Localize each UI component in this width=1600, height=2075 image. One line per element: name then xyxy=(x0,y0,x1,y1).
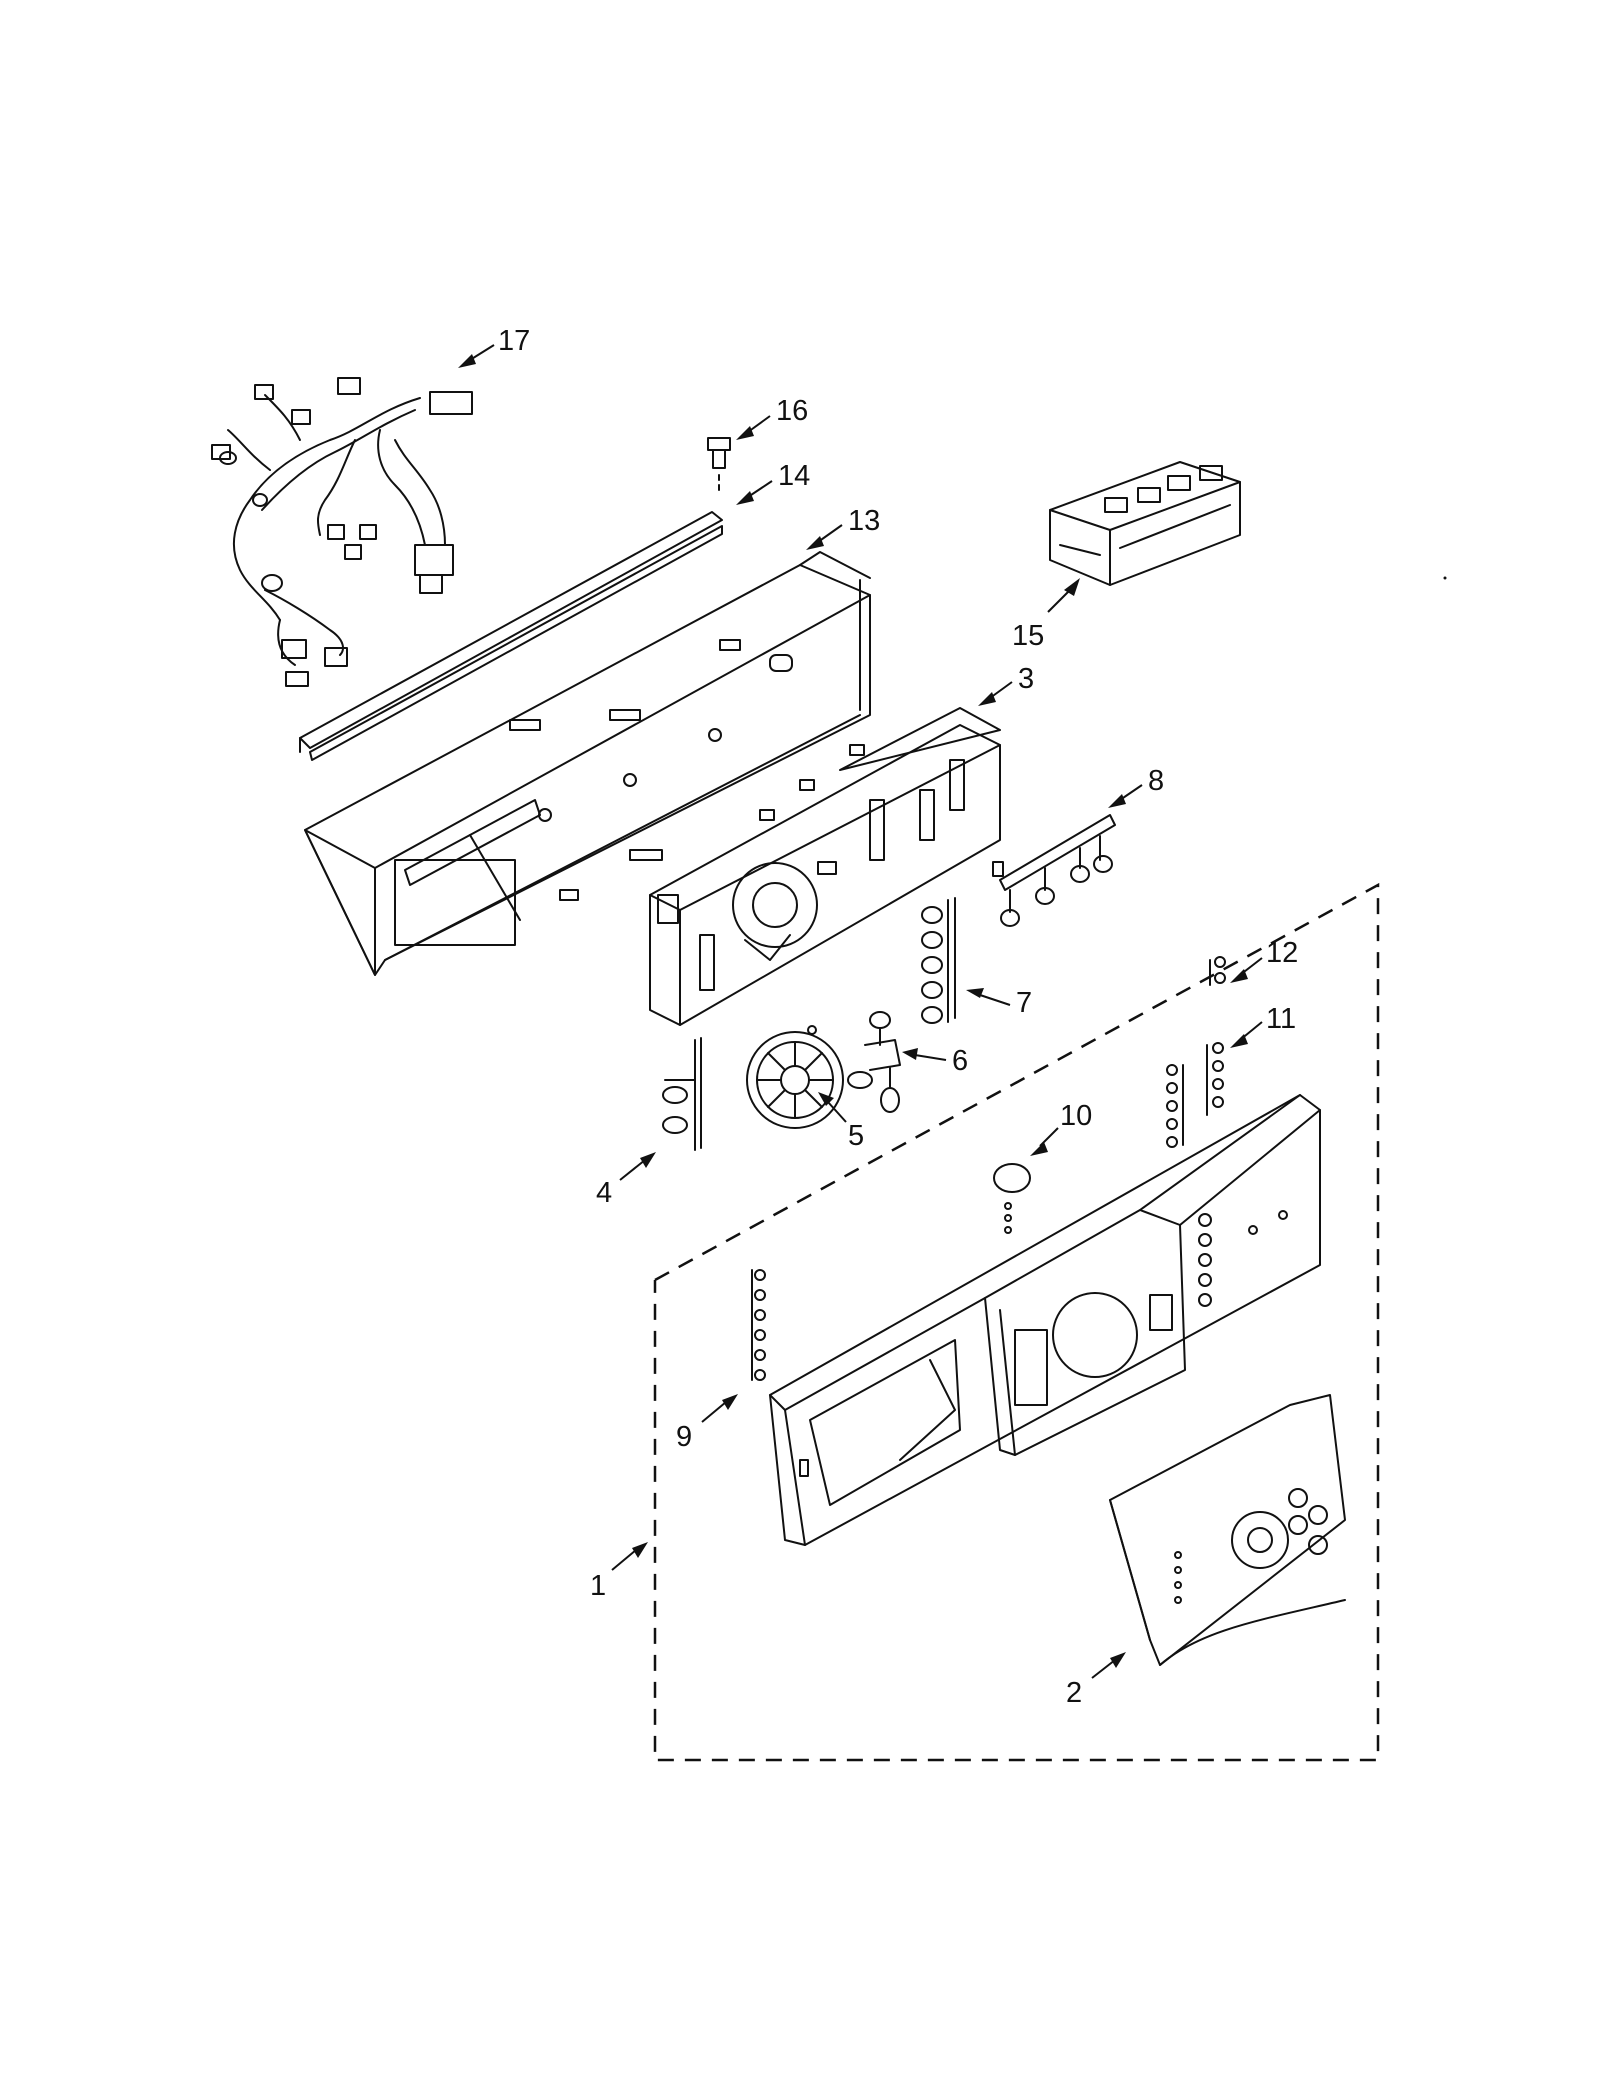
callout-2: 2 xyxy=(1066,1677,1082,1709)
callout-13: 13 xyxy=(848,505,880,537)
callout-17: 17 xyxy=(498,325,530,357)
button-strip-12 xyxy=(1209,956,1226,986)
assembly-dashed-boundary xyxy=(653,882,1380,1762)
knob-bracket-6 xyxy=(847,1011,901,1113)
callout-1: 1 xyxy=(590,1570,606,1602)
callout-12: 12 xyxy=(1266,937,1298,969)
callout-10: 10 xyxy=(1060,1100,1092,1132)
console-panel xyxy=(769,1094,1321,1546)
callout-7: 7 xyxy=(1016,987,1032,1019)
console-front-cover xyxy=(1109,1394,1346,1666)
callout-14: 14 xyxy=(778,460,810,492)
callout-15: 15 xyxy=(1012,620,1044,652)
wire-harness xyxy=(211,377,473,687)
selector-wheel xyxy=(746,1025,844,1129)
callout-4: 4 xyxy=(596,1177,612,1209)
screw xyxy=(707,437,731,491)
callout-9: 9 xyxy=(676,1421,692,1453)
callout-6: 6 xyxy=(952,1045,968,1077)
control-module xyxy=(1049,461,1241,586)
stray-mark xyxy=(1443,576,1447,580)
button-bracket-8 xyxy=(992,814,1116,927)
button-strip-7 xyxy=(921,897,956,1024)
callout-8: 8 xyxy=(1148,765,1164,797)
button-strips-11 xyxy=(1166,1042,1224,1148)
bracket-strip xyxy=(299,511,723,761)
callouts: 17 16 14 13 15 3 8 12 7 xyxy=(458,325,1298,1709)
button-strip-9 xyxy=(751,1269,766,1381)
callout-5: 5 xyxy=(848,1120,864,1152)
console-bracket xyxy=(304,551,871,976)
callout-16: 16 xyxy=(776,395,808,427)
button-strip-4 xyxy=(662,1037,702,1151)
control-board-housing xyxy=(649,707,1001,1026)
callout-3: 3 xyxy=(1018,663,1034,695)
callout-11: 11 xyxy=(1266,1003,1296,1035)
indicator-lens-10 xyxy=(993,1163,1031,1234)
